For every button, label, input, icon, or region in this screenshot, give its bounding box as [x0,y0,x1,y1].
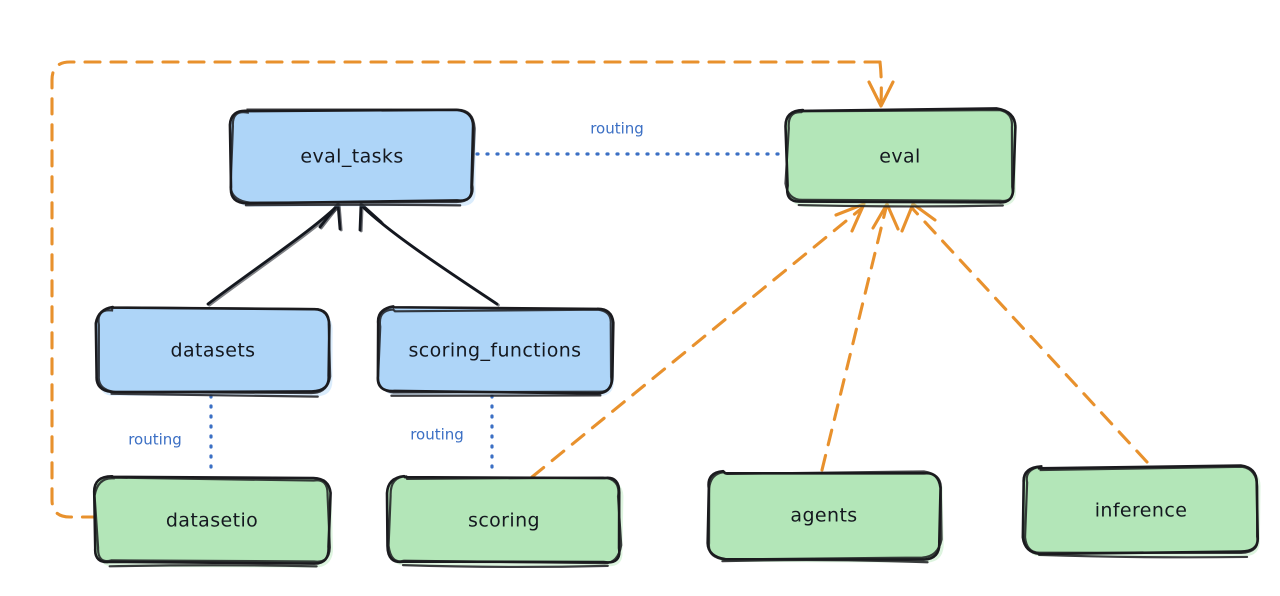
edge-path-overstroke [207,206,339,307]
node-body[interactable] [92,475,332,565]
edge-label-eval_tasks-to-eval: routing [590,120,644,138]
node-label-datasetio: datasetio [166,510,258,532]
node-label-inference: inference [1095,500,1188,522]
node-underline [721,558,929,564]
node-label-eval_tasks: eval_tasks [300,146,403,168]
node-scoring_functions[interactable]: scoring_functions [376,305,615,397]
edge-scoring_functions-to-eval_tasks [358,202,500,307]
node-outline-overstroke [97,306,332,395]
node-datasets[interactable]: datasets [94,305,333,398]
edge-path [820,206,888,472]
arrow-head-icon [867,80,895,108]
edge-path [910,206,1149,464]
node-underline [797,203,1004,208]
edge-labels-layer: routing routing routing [128,120,644,449]
node-label-datasets: datasets [171,340,256,362]
node-label-eval: eval [879,146,920,168]
edges-layer [50,60,1149,519]
node-datasetio[interactable]: datasetio [92,475,334,568]
node-underline [401,564,609,569]
edge-eval-to-datasetio [50,60,882,519]
node-outline-overstroke [387,475,623,565]
edge-inference-to-eval [900,202,1149,464]
node-outline-overstroke [1023,465,1259,555]
arrow-head-icon [900,202,937,233]
edge-agents-to-eval [820,202,900,472]
node-label-scoring: scoring [468,510,540,532]
node-label-scoring_functions: scoring_functions [409,340,582,362]
edge-path [206,205,338,306]
edge-path [878,60,883,106]
edge-datasets-to-eval_tasks [206,202,343,307]
edge-path [50,60,882,519]
node-agents[interactable]: agents [706,469,944,564]
node-outline-overstroke [377,308,613,394]
node-scoring[interactable]: scoring [385,474,624,569]
node-label-agents: agents [790,505,857,527]
node-outline-overstroke [784,108,1014,203]
node-eval_tasks[interactable]: eval_tasks [228,108,476,207]
arrow-head-icon [871,202,900,231]
edge-eval-entry-arrow [867,60,895,108]
edge-label-datasets-to-datasetio: routing [128,431,182,449]
edge-path-overstroke [362,206,500,307]
node-underline [244,203,462,207]
arrow-head-icon [834,202,866,233]
node-outline-overstroke [707,470,943,561]
edge-scoring-to-eval [530,202,866,479]
edge-label-scoring_functions-to-scoring: routing [410,426,464,444]
node-inference[interactable]: inference [1021,464,1261,559]
node-underline [1038,553,1249,559]
node-body[interactable] [784,107,1017,204]
node-underline [110,392,319,398]
node-eval[interactable]: eval [784,107,1017,208]
edge-path [530,206,864,479]
node-underline [108,564,318,568]
nodes-layer: eval_tasks eval datasets scoring_functionsd… [92,107,1261,569]
node-outline-overstroke [229,108,476,204]
node-outline-overstroke [93,476,331,563]
